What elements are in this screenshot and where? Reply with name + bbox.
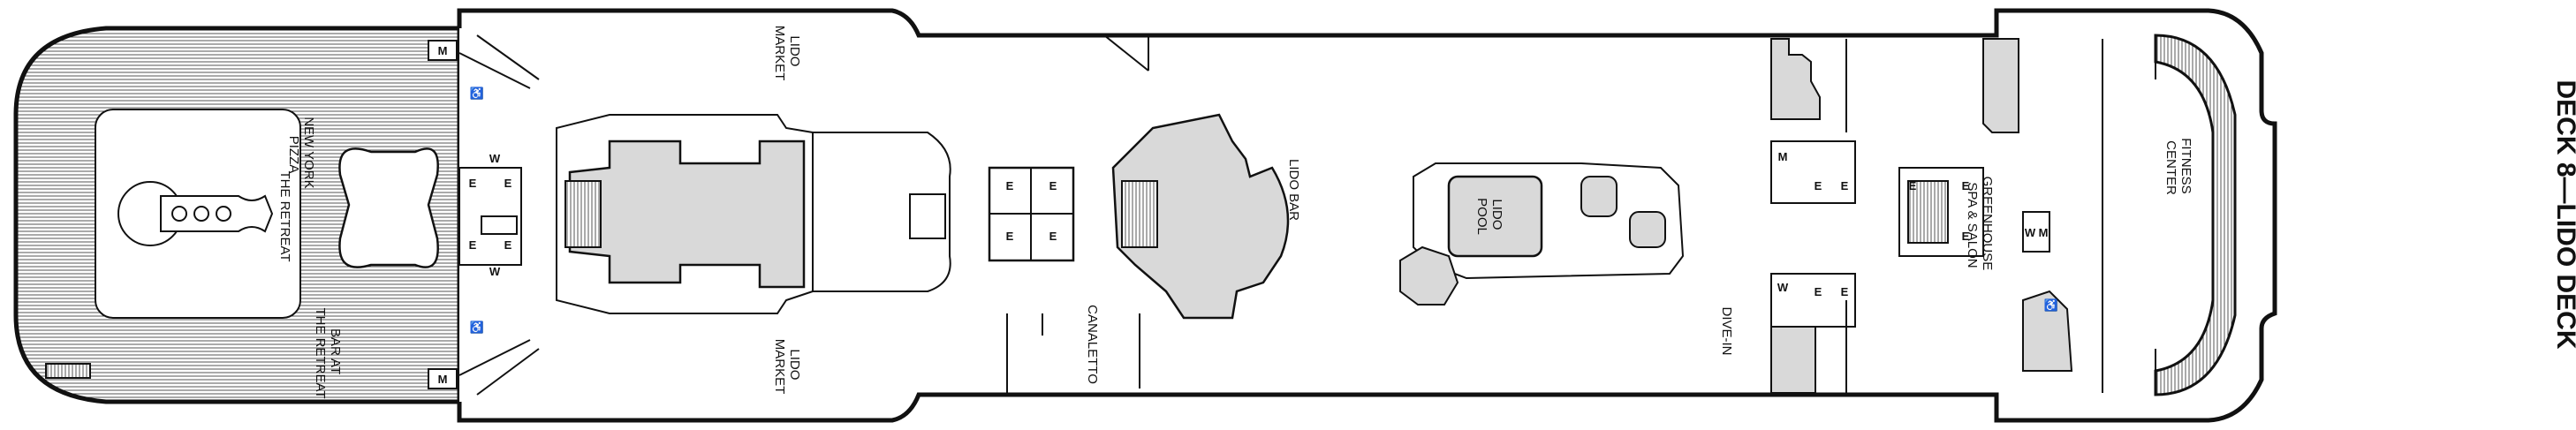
mens-restroom-icon: M: [438, 373, 448, 386]
lido-market-top-label: LIDO MARKET: [772, 26, 802, 81]
elevator-icon: E: [1815, 285, 1822, 298]
accessible-icon: ♿: [2044, 298, 2058, 312]
lido-market-bottom-label: LIDO MARKET: [772, 339, 802, 395]
canaletto-label: CANALETTO: [1085, 305, 1100, 384]
dive-in-label: DIVE-IN: [1719, 306, 1734, 355]
elevator-icon: E: [469, 238, 477, 252]
deck-title: DECK 8—LIDO DECK: [2551, 79, 2576, 349]
lido-market-stairs: [564, 180, 602, 248]
elevator-icon: E: [504, 238, 512, 252]
elevator-icon: E: [1962, 230, 1970, 243]
mid-core: [988, 34, 1149, 395]
lido-pool-label: LIDO POOL: [1474, 198, 1504, 235]
forward-core: [1898, 38, 2156, 393]
elevator-icon: E: [1841, 179, 1849, 192]
elevator-icon: E: [1815, 179, 1822, 192]
accessible-icon: ♿: [470, 87, 484, 100]
greenhouse-spa-label: GREENHOUSE SPA & SALON: [1965, 177, 1995, 275]
aft-core: [428, 34, 540, 396]
fitness-center-label: FITNESS CENTER: [2163, 138, 2193, 198]
lido-market-buffet-inner: [568, 140, 806, 289]
mens-restroom-icon: M: [2039, 226, 2049, 239]
elevator-icon: E: [1841, 285, 1849, 298]
lido-bar-label: LIDO BAR: [1286, 159, 1301, 221]
womens-restroom-icon: W: [489, 152, 501, 165]
lido-bar-stairs: [1121, 180, 1158, 248]
accessible-icon: ♿: [470, 321, 484, 334]
new-york-pizza-counter: [338, 147, 439, 268]
new-york-pizza-label: NEW YORK PIZZA: [286, 117, 316, 192]
elevator-icon: E: [469, 177, 477, 190]
the-retreat-label: THE RETREAT: [277, 170, 292, 261]
facility-symbols: M M W W E E E E ♿ ♿ E E E E M E E W E E …: [438, 44, 2059, 386]
dive-in-area: [1770, 38, 1856, 394]
mens-restroom-icon: M: [1778, 150, 1788, 163]
elevator-icon: E: [1909, 179, 1917, 192]
lido-pool-octagon: [1399, 245, 1459, 306]
mens-restroom-icon: M: [438, 44, 448, 57]
womens-restroom-icon: W: [1777, 281, 1789, 294]
womens-restroom-icon: W: [489, 265, 501, 278]
bow-deck: [2154, 34, 2237, 396]
lido-bar: [1111, 113, 1290, 320]
elevator-icon: E: [1006, 179, 1014, 192]
elevator-icon: E: [1962, 179, 1970, 192]
womens-restroom-icon: W: [2025, 226, 2036, 239]
lido-pool: [1447, 175, 1543, 258]
aft-hatch-box: [45, 363, 91, 379]
elevator-icon: E: [1049, 179, 1057, 192]
bar-at-the-retreat-label: BAR AT THE RETREAT: [313, 307, 343, 398]
elevator-icon: E: [504, 177, 512, 190]
elevator-icon: E: [1049, 230, 1057, 243]
venue-labels: NEW YORK PIZZA THE RETREAT BAR AT THE RE…: [277, 26, 2193, 399]
lido-market-forward-counter: [812, 132, 951, 292]
elevator-icon: E: [1006, 230, 1014, 243]
